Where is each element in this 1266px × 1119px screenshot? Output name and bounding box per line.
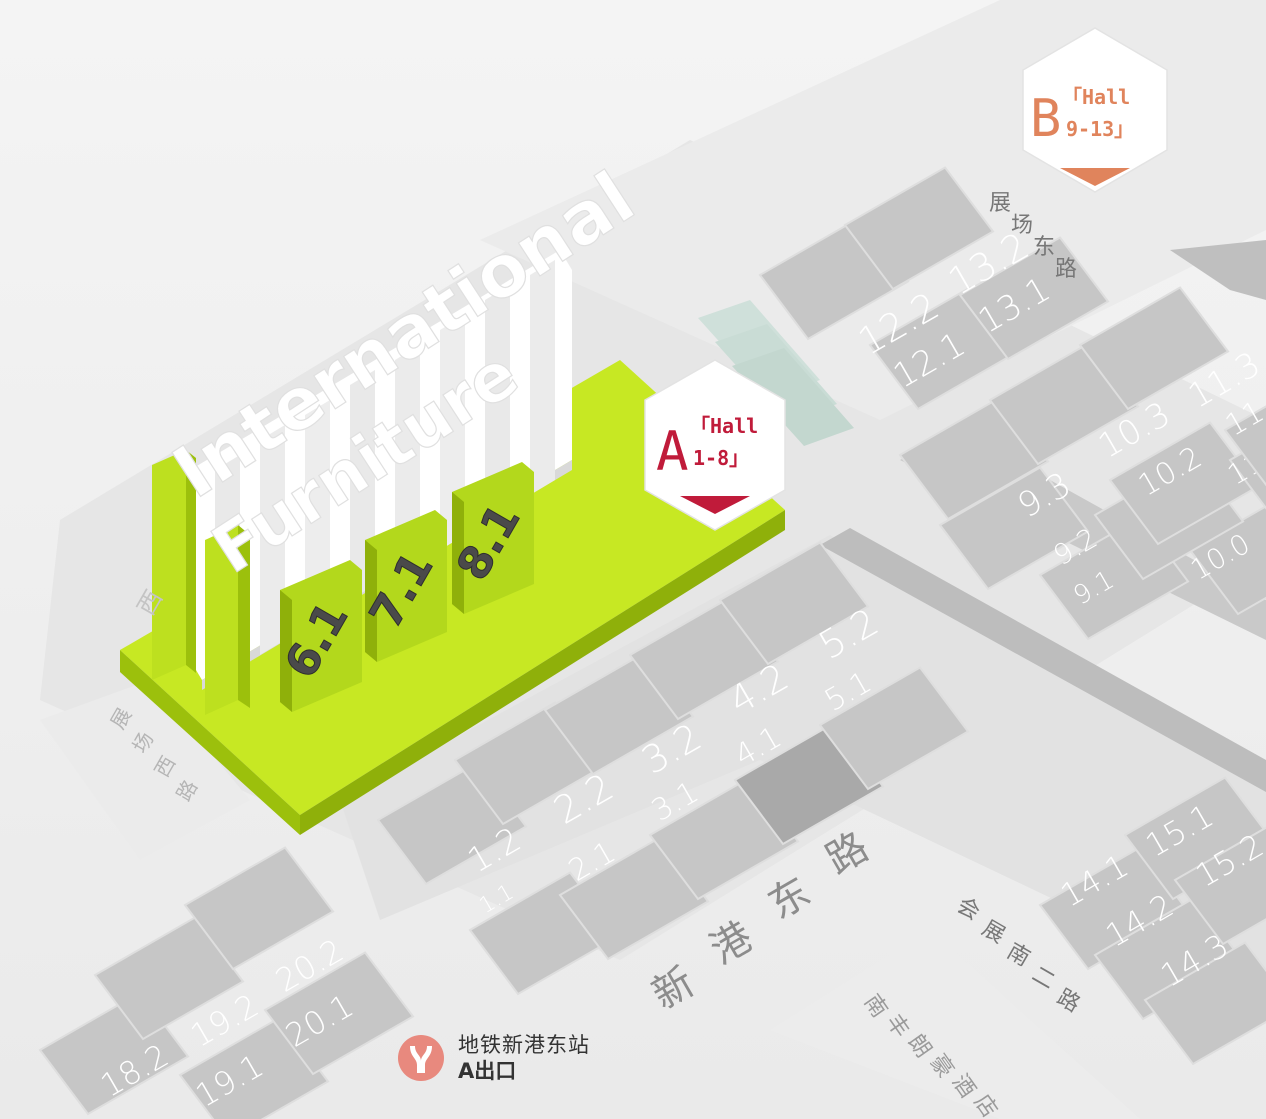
hall-block[interactable]: 20.1	[263, 951, 415, 1076]
feature-hall-block[interactable]: 8.1	[447, 462, 534, 614]
metro-icon	[398, 1035, 444, 1082]
feature-base-front	[300, 510, 785, 835]
road-char: 东	[1033, 235, 1055, 260]
road-char: 路	[1055, 257, 1077, 282]
feature-base-left	[120, 650, 300, 835]
feature-hall-face	[280, 560, 362, 712]
hotel-plot	[770, 930, 1140, 1119]
metro-exit[interactable]: 地铁新港东站 A出口	[398, 1032, 590, 1085]
feature-hall-side	[280, 590, 292, 712]
feature-hall-side	[452, 492, 464, 614]
hall-roof	[958, 236, 1110, 361]
hall-roof	[1123, 776, 1266, 901]
zone-b-hall-word: 「Hall	[1062, 85, 1130, 109]
feature-hall-blocks: 6.17.18.1	[275, 462, 534, 712]
hall-block[interactable]: 10.0	[1185, 493, 1266, 616]
zone-b-letter: B	[1030, 89, 1061, 149]
hall-roof	[718, 541, 870, 666]
hall-roof	[938, 466, 1090, 591]
feature-hall-block[interactable]: 6.1	[275, 560, 362, 712]
road-divider	[820, 528, 1266, 792]
hall-roof	[1143, 941, 1266, 1066]
feature-hall-face	[365, 510, 447, 662]
hall-roof	[1078, 286, 1230, 411]
hall-block[interactable]: 14.1	[1038, 846, 1190, 971]
zone-a-hall-word: 「Hall	[690, 414, 758, 438]
metro-exit-letter: A	[458, 1059, 475, 1084]
hall-roof	[818, 666, 970, 791]
feature-hall-side	[365, 540, 377, 662]
metro-station-name: 地铁新港东站	[458, 1033, 590, 1057]
hall-block[interactable]: 13.1	[958, 236, 1110, 361]
plot-sw	[40, 680, 250, 860]
zone-b-hall-range: 9-13」	[1066, 117, 1134, 141]
feature-hall-block[interactable]: 7.1	[360, 510, 447, 662]
hall-roof	[263, 951, 415, 1076]
road-char: 场	[1011, 213, 1033, 238]
hall-roof	[843, 166, 995, 291]
zone-b-marker[interactable]: B 「Hall 9-13」	[1022, 27, 1168, 193]
zone-a-marker[interactable]: A 「Hall 1-8」	[644, 359, 786, 531]
feature-hall-face	[452, 462, 534, 614]
north-building	[1170, 240, 1266, 300]
canopies	[698, 300, 854, 446]
hall-roof	[93, 916, 245, 1041]
feature-pillars	[152, 450, 250, 715]
hall-roof	[183, 846, 335, 971]
zone-a-letter: A	[656, 420, 689, 483]
hall-roof	[1173, 826, 1266, 946]
hall-roof	[1188, 505, 1266, 616]
hall-roof	[558, 836, 710, 961]
metro-exit-word: 出口	[474, 1059, 517, 1084]
hall-roof	[1223, 405, 1266, 487]
zone-a-hall-range: 1-8」	[693, 446, 749, 470]
hall-block[interactable]: 10.2	[1108, 421, 1260, 546]
road-char: 展	[989, 191, 1011, 216]
